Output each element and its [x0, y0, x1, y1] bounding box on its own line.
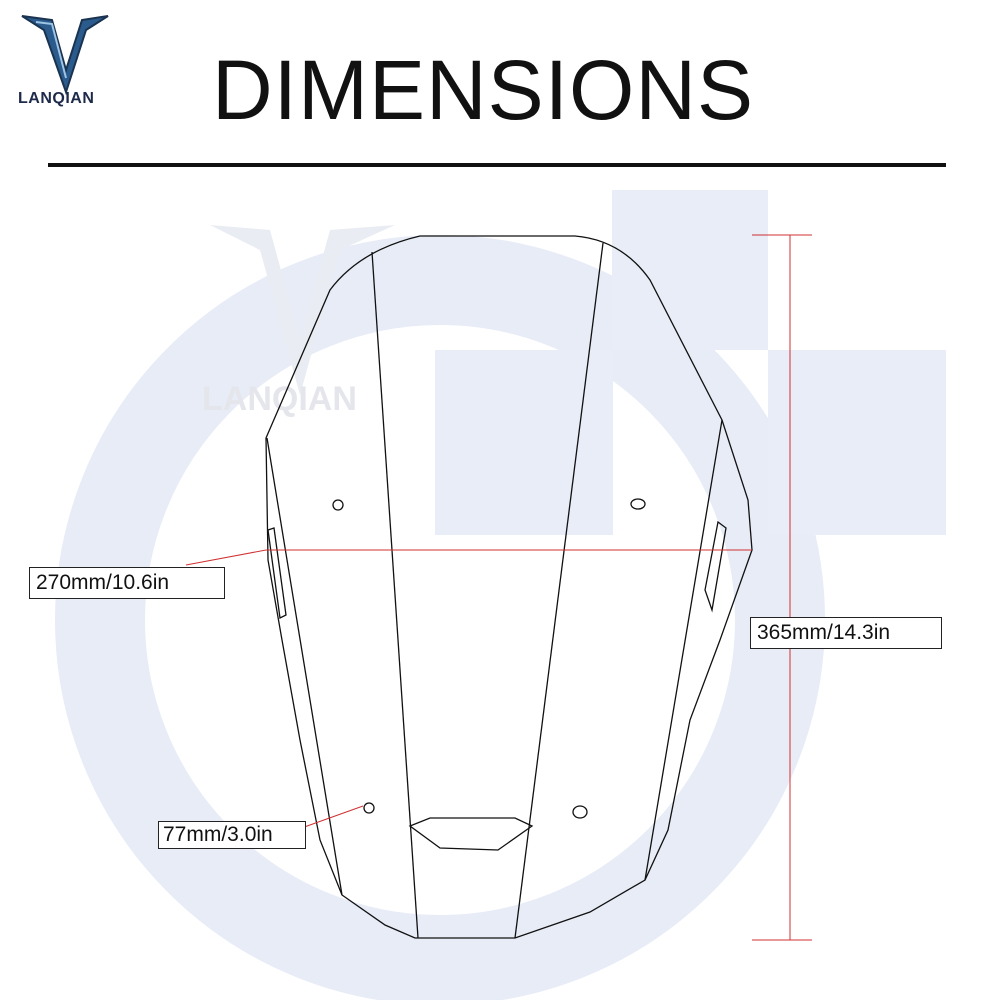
title-divider	[48, 163, 946, 167]
mount-hole-bottom-right	[572, 805, 588, 819]
width-dimension-label: 270mm/10.6in	[29, 567, 225, 599]
page-title: DIMENSIONS	[212, 43, 755, 137]
brand-logo-text: LANQIAN	[18, 90, 95, 107]
hole-leader-line	[295, 805, 364, 831]
brand-logo	[21, 15, 109, 96]
dimension-lines	[185, 234, 812, 941]
hole-spacing-label: 77mm/3.0in	[158, 821, 306, 849]
mount-hole-top-right	[630, 498, 646, 510]
windshield-outline	[265, 235, 753, 939]
width-leader-line	[185, 549, 267, 566]
watermark-text: LANQIAN	[202, 380, 357, 418]
height-dimension-label: 365mm/14.3in	[750, 617, 942, 649]
mount-hole-bottom-left	[363, 802, 375, 814]
mount-hole-top-left	[332, 499, 344, 511]
